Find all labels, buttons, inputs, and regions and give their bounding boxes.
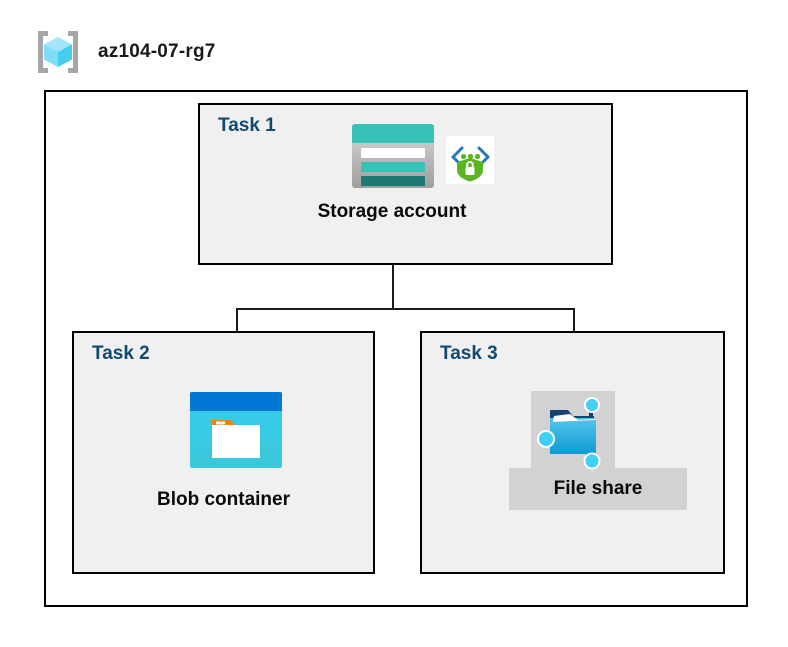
storage-account-label: Storage account (317, 201, 467, 222)
file-share-label-highlight (509, 468, 687, 510)
blob-container-icon (190, 392, 282, 468)
blob-container-label: Blob container (156, 489, 290, 510)
resource-group-name: az104-07-rg7 (98, 41, 216, 62)
resource-group-cube-icon (32, 28, 84, 76)
connector-task1-down (392, 228, 394, 310)
task-2-title: Task 2 (92, 343, 150, 364)
task-3-title: Task 3 (440, 343, 498, 364)
secure-endpoint-shield-icon (446, 136, 494, 184)
task-1-title: Task 1 (218, 115, 276, 136)
file-share-label: File share (553, 478, 643, 499)
connector-horizontal-bar (236, 308, 575, 310)
resource-group-header: az104-07-rg7 (32, 28, 216, 76)
storage-account-icon (350, 122, 436, 190)
file-share-icon (534, 392, 614, 470)
